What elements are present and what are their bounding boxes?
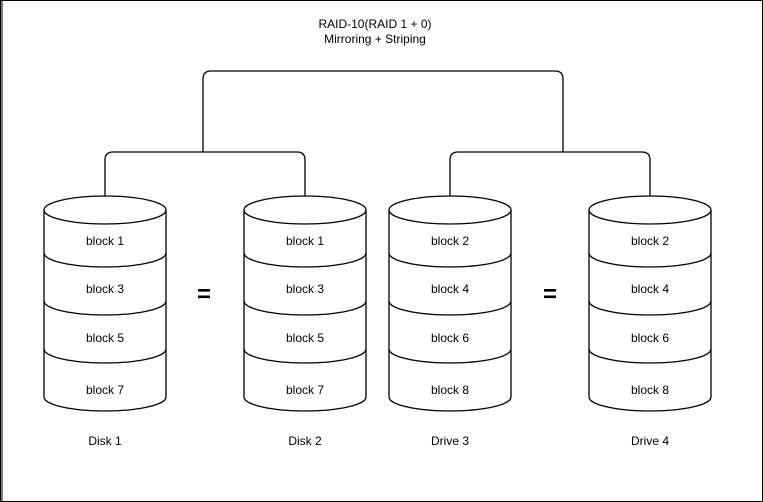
block-divider [243,252,367,268]
disk-4-cylinder: block 2 block 4 block 6 block 8 Drive 4 [588,195,712,448]
block-label: block 5 [286,331,324,345]
block-label: block 7 [286,383,324,397]
block-divider [588,252,712,268]
block-label: block 1 [286,234,324,248]
block-divider [588,348,712,364]
block-divider [388,252,512,268]
block-divider [43,300,167,316]
equals-sign: = [543,281,557,308]
block-divider [243,300,367,316]
cylinder-top [588,195,712,225]
mirror-connector-left [104,151,306,196]
block-divider [43,348,167,364]
disk-name-label: Disk 2 [288,434,322,448]
disk-3-cylinder: block 2 block 4 block 6 block 8 Drive 3 [388,195,512,448]
block-divider [43,252,167,268]
block-label: block 2 [631,234,669,248]
block-label: block 2 [431,234,469,248]
disk-1-cylinder: block 1 block 3 block 5 block 7 Disk 1 [43,195,167,448]
block-divider [588,300,712,316]
equals-sign: = [197,281,211,308]
disk-name-label: Drive 3 [431,434,469,448]
block-label: block 3 [86,282,124,296]
block-label: block 4 [431,282,469,296]
disk-name-label: Disk 1 [88,434,122,448]
cylinder-top [243,195,367,225]
block-divider [388,348,512,364]
disk-2-cylinder: block 1 block 3 block 5 block 7 Disk 2 [243,195,367,448]
block-label: block 6 [431,331,469,345]
disk-name-label: Drive 4 [631,434,669,448]
stripe-connector [202,70,564,152]
diagram-title: RAID-10(RAID 1 + 0) [318,17,431,31]
window-left-edge [1,1,3,501]
block-divider [243,348,367,364]
cylinder-top [43,195,167,225]
block-label: block 6 [631,331,669,345]
diagram-subtitle: Mirroring + Striping [324,32,426,46]
block-label: block 8 [431,383,469,397]
mirror-connector-right [449,151,651,196]
block-label: block 8 [631,383,669,397]
block-divider [388,300,512,316]
block-label: block 5 [86,331,124,345]
cylinder-top [388,195,512,225]
block-label: block 1 [86,234,124,248]
block-label: block 7 [86,383,124,397]
block-label: block 3 [286,282,324,296]
block-label: block 4 [631,282,669,296]
